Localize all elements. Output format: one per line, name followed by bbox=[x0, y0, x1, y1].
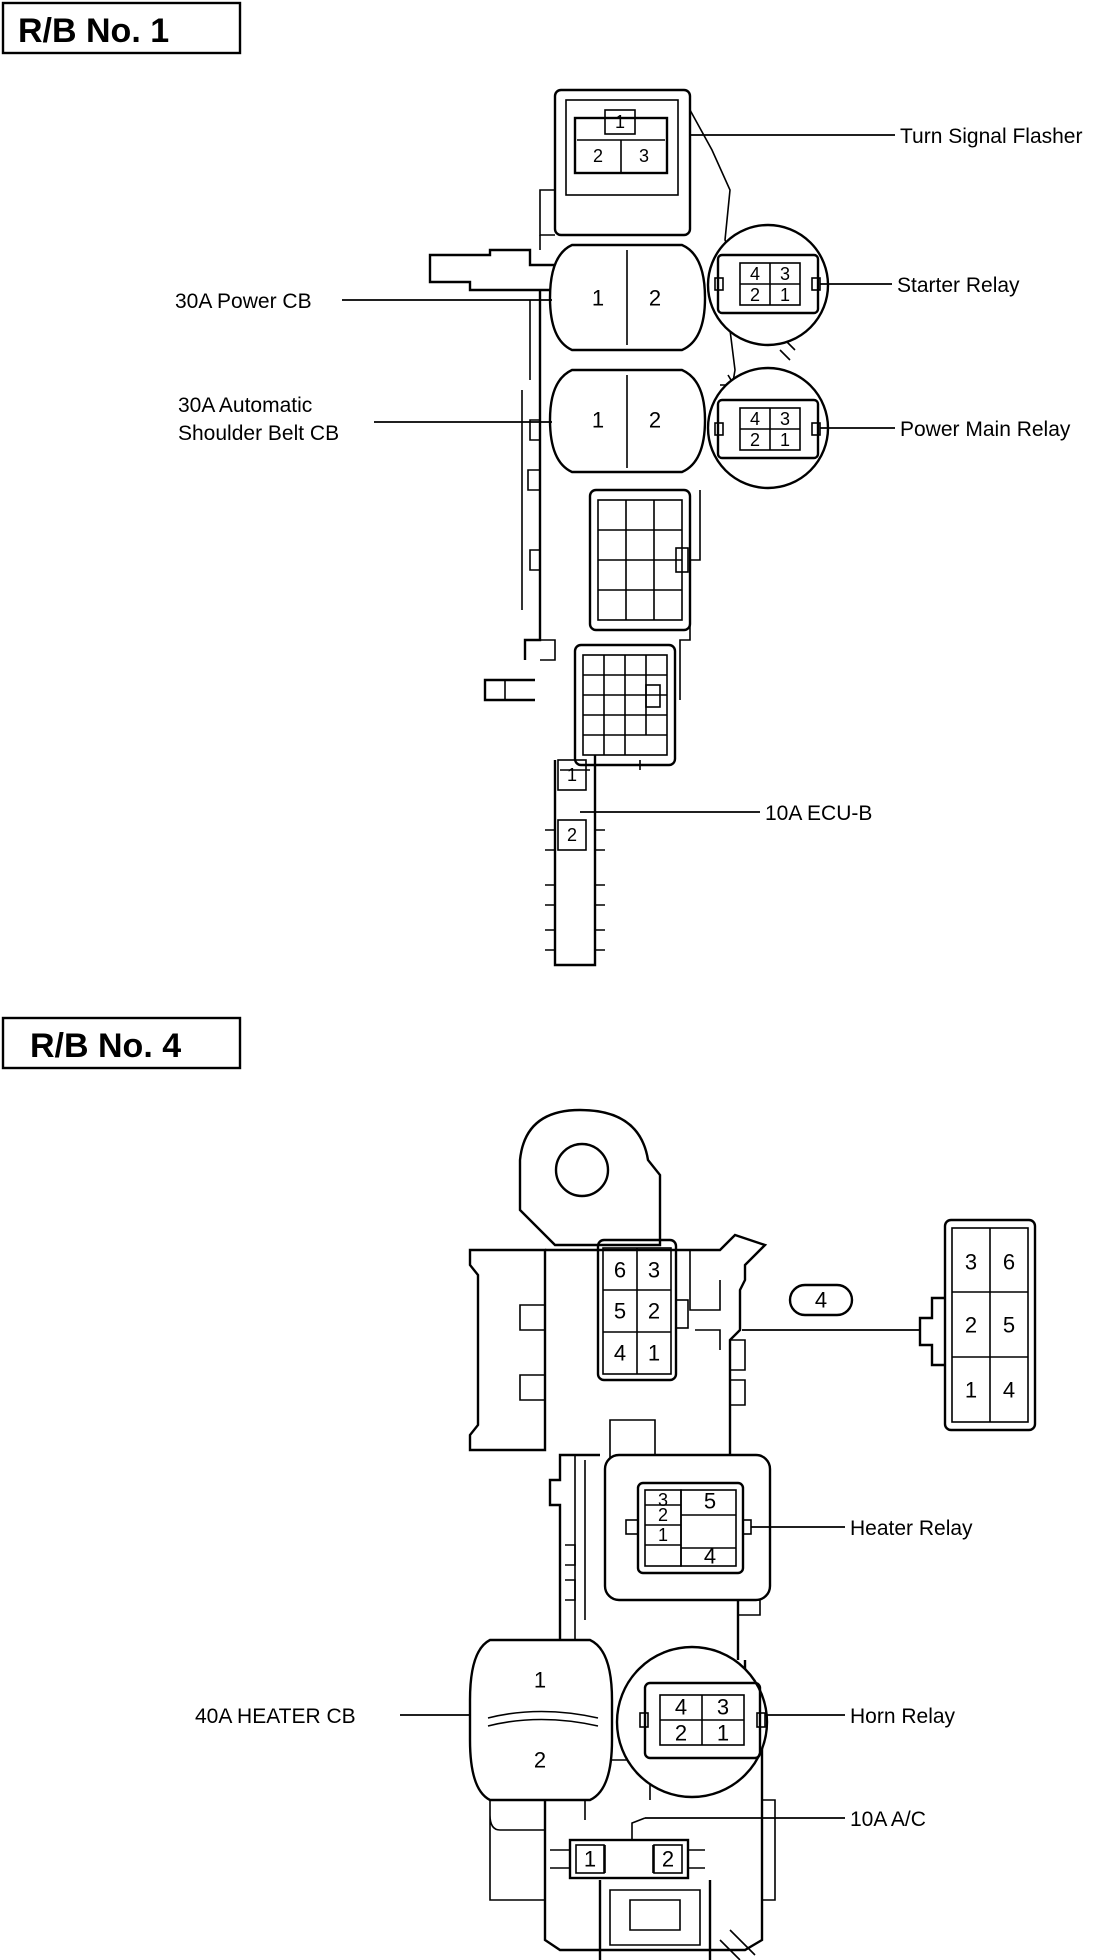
main-relay-pin-3: 3 bbox=[780, 409, 790, 429]
flasher-pin-1: 1 bbox=[615, 112, 625, 132]
ecu-fuse-pin-1: 1 bbox=[567, 765, 577, 785]
belt-cb-pin-1: 1 bbox=[592, 408, 604, 433]
rb1-upper-connector bbox=[588, 488, 692, 632]
power-cb: 1 2 bbox=[548, 243, 707, 352]
ext-conn-pin-4: 4 bbox=[1003, 1378, 1015, 1403]
auto-belt-cb: 1 2 bbox=[548, 368, 707, 474]
heater-relay-pin-1: 1 bbox=[658, 1525, 668, 1545]
ecu-b-fuse: 1 2 bbox=[557, 759, 587, 851]
connector-id-tag: 4 bbox=[788, 1283, 854, 1317]
heater-cb: 1 2 bbox=[468, 1638, 614, 1802]
horn-relay-label: Horn Relay bbox=[850, 1705, 956, 1728]
starter-relay-pin-4: 4 bbox=[750, 264, 760, 284]
rb1-leaders bbox=[342, 134, 895, 813]
main-relay-pin-1: 1 bbox=[780, 430, 790, 450]
horn-relay-pin-2: 2 bbox=[675, 1721, 687, 1746]
horn-relay-pin-4: 4 bbox=[675, 1695, 687, 1720]
ac-fuse: 1 2 bbox=[550, 1817, 705, 1880]
ac-label: 10A A/C bbox=[850, 1808, 926, 1831]
ext-conn-pin-5: 5 bbox=[1003, 1313, 1015, 1338]
rb1-title-box: R/B No. 1 bbox=[1, 1, 242, 55]
ecu-fuse-pin-2: 2 bbox=[567, 825, 577, 845]
starter-relay-pin-2: 2 bbox=[750, 285, 760, 305]
rb4-conn-pin-6: 6 bbox=[614, 1258, 626, 1283]
heater-relay-pin-5: 5 bbox=[704, 1489, 716, 1514]
power-cb-label: 30A Power CB bbox=[175, 290, 312, 313]
rb4-title-box: R/B No. 4 bbox=[1, 1016, 242, 1070]
heater-cb-pin-1: 1 bbox=[534, 1668, 546, 1693]
ecu-b-label: 10A ECU-B bbox=[765, 802, 872, 825]
main-relay-pin-4: 4 bbox=[750, 409, 760, 429]
horn-relay-pin-3: 3 bbox=[717, 1695, 729, 1720]
heater-cb-label: 40A HEATER CB bbox=[195, 1705, 356, 1728]
rb1-title: R/B No. 1 bbox=[18, 12, 169, 50]
rb1-section: R/B No. 1 bbox=[1, 1, 1082, 967]
rb4-conn-pin-4: 4 bbox=[614, 1341, 626, 1366]
ac-fuse-pin-2: 2 bbox=[662, 1847, 674, 1872]
rb1-lower-connector bbox=[573, 643, 677, 767]
heater-cb-pin-2: 2 bbox=[534, 1748, 546, 1773]
ac-fuse-pin-1: 1 bbox=[584, 1847, 596, 1872]
ext-conn-pin-2: 2 bbox=[965, 1313, 977, 1338]
rb1-block-body bbox=[428, 88, 796, 967]
ext-conn-pin-1: 1 bbox=[965, 1378, 977, 1403]
rb4-conn-pin-5: 5 bbox=[614, 1299, 626, 1324]
rb4-six-pin-connector: 6 3 5 2 4 1 bbox=[596, 1238, 689, 1382]
ext-conn-pin-6: 6 bbox=[1003, 1250, 1015, 1275]
horn-relay-pin-1: 1 bbox=[717, 1721, 729, 1746]
turn-signal-flasher-label: Turn Signal Flasher bbox=[900, 125, 1082, 148]
heater-relay: 3 2 1 5 4 bbox=[603, 1453, 772, 1602]
starter-relay-label: Starter Relay bbox=[897, 274, 1020, 297]
heater-relay-pin-3: 3 bbox=[658, 1490, 668, 1510]
rb4-conn-pin-2: 2 bbox=[648, 1299, 660, 1324]
starter-relay-pin-1: 1 bbox=[780, 285, 790, 305]
rb4-conn-pin-3: 3 bbox=[648, 1258, 660, 1283]
rb4-section: R/B No. 4 bbox=[1, 1016, 1037, 1960]
auto-belt-cb-label-1: 30A Automatic bbox=[178, 394, 312, 417]
horn-relay: 4 3 2 1 bbox=[615, 1645, 769, 1799]
power-cb-pin-2: 2 bbox=[649, 286, 661, 311]
power-cb-pin-1: 1 bbox=[592, 286, 604, 311]
rb4-title: R/B No. 4 bbox=[30, 1027, 181, 1065]
turn-signal-flasher-connector: 1 2 3 bbox=[573, 109, 669, 175]
starter-relay: 4 3 2 1 bbox=[706, 223, 830, 347]
heater-relay-pin-2: 2 bbox=[658, 1505, 668, 1525]
power-main-relay: 4 3 2 1 bbox=[706, 366, 830, 490]
power-main-relay-label: Power Main Relay bbox=[900, 418, 1071, 441]
belt-cb-pin-2: 2 bbox=[649, 408, 661, 433]
main-relay-pin-2: 2 bbox=[750, 430, 760, 450]
flasher-pin-2: 2 bbox=[593, 146, 603, 166]
connector-id: 4 bbox=[815, 1288, 827, 1313]
rb4-conn-pin-1: 1 bbox=[648, 1341, 660, 1366]
rb4-leaders bbox=[400, 1329, 920, 1819]
external-connector-4: 3 6 2 5 1 4 bbox=[918, 1218, 1037, 1432]
heater-relay-pin-4: 4 bbox=[704, 1544, 716, 1569]
ext-conn-pin-3: 3 bbox=[965, 1250, 977, 1275]
heater-relay-label: Heater Relay bbox=[850, 1517, 973, 1540]
auto-belt-cb-label-2: Shoulder Belt CB bbox=[178, 422, 339, 445]
flasher-pin-3: 3 bbox=[639, 146, 649, 166]
starter-relay-pin-3: 3 bbox=[780, 264, 790, 284]
